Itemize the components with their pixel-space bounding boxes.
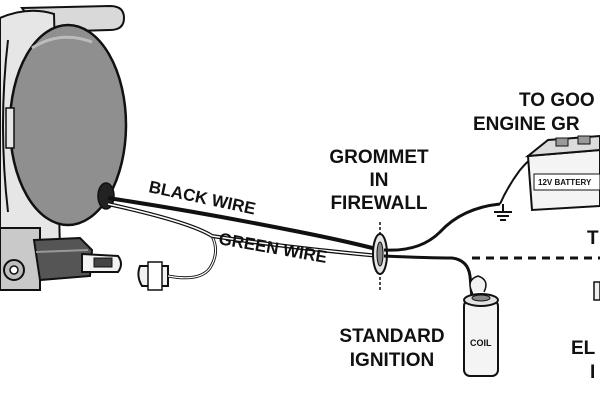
standard-ignition-line2: IGNITION [350,350,434,371]
grommet-label-line1: GROMMET [329,147,429,168]
electronic-ignition [593,281,600,301]
black-wire [107,196,381,252]
coil-wire [383,254,474,299]
spare-connector [137,235,217,291]
electronic-ignition-line2: I [590,362,595,383]
battery-label: 12V BATTERY [538,178,592,187]
ground-symbol [494,204,512,221]
right-edge-partial-label: T [587,228,599,249]
grommet-label-line2: IN [370,170,389,191]
grommet-label-line3: FIREWALL [330,193,427,214]
mounting-bracket [0,227,41,291]
ignition-coil: COIL [463,275,499,377]
firewall-grommet [372,222,388,290]
wire-bundle [107,196,381,258]
ground-label-line2: ENGINE GR [473,114,580,135]
ground-wire [383,202,501,252]
tachometer [0,4,128,291]
standard-ignition-line1: STANDARD [339,326,444,347]
battery: 12V BATTERY [524,134,600,212]
coil-label: COIL [470,338,492,348]
ground-label-line1: TO GOO [519,90,595,111]
electronic-ignition-line1: EL [571,338,596,359]
